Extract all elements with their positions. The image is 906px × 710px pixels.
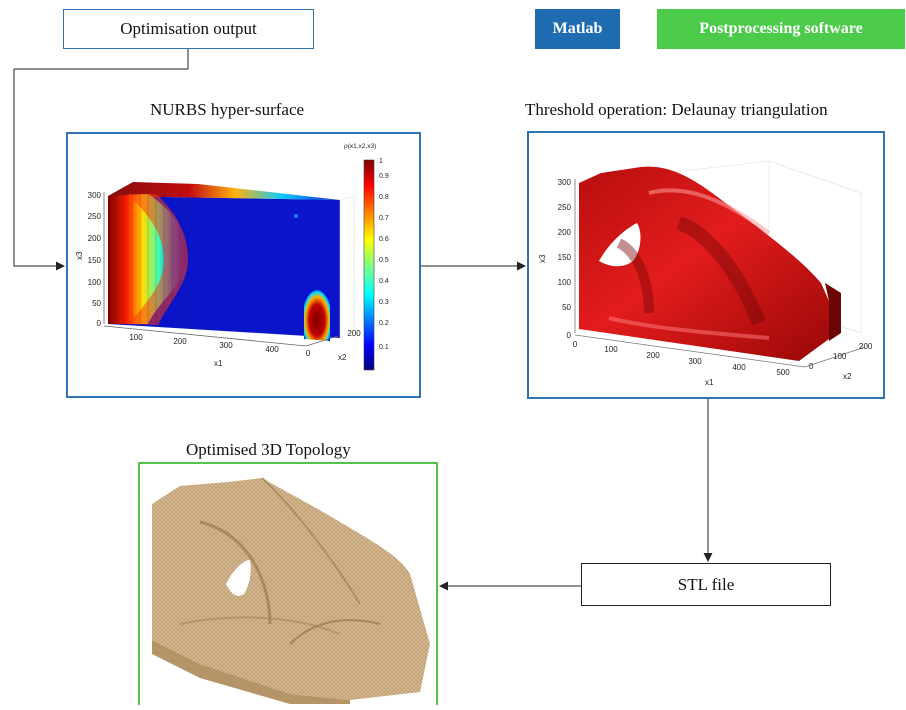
legend-postprocessing: Postprocessing software	[657, 9, 905, 49]
nurbs-colorbar-tick: 0.9	[379, 173, 389, 180]
nurbs-stripes	[108, 194, 189, 327]
nurbs-panel: 300 250 200 150 100 50 0 x3 100 200 300 …	[66, 132, 421, 398]
arrow-output-to-nurbs	[13, 49, 189, 271]
threshold-x2-tick: 200	[859, 342, 873, 351]
topology-caption: Optimised 3D Topology	[186, 440, 351, 459]
threshold-x2-tick: 100	[833, 352, 847, 361]
nurbs-x1-tick: 100	[129, 333, 143, 342]
nurbs-x3-tick: 50	[92, 299, 101, 308]
nurbs-x3-label: x3	[75, 251, 84, 260]
nurbs-colorbar-title: ρ(x1,x2,x3)	[344, 143, 376, 150]
topology-solid	[152, 477, 430, 704]
threshold-x3-tick: 0	[567, 331, 572, 340]
threshold-x3-tick: 300	[558, 178, 572, 187]
threshold-hole	[599, 223, 641, 267]
threshold-x1-tick: 200	[646, 351, 660, 360]
nurbs-colorbar-tick: 0.1	[379, 344, 389, 351]
threshold-x1-tick: 100	[604, 345, 618, 354]
nurbs-x2-tick: 0	[306, 349, 311, 358]
nurbs-x3-tick: 200	[88, 234, 102, 243]
nurbs-colorbar: ρ(x1,x2,x3) 1 0.9 0.8 0.7 0.6 0.5 0.4 0.…	[344, 143, 389, 371]
threshold-panel: 300 250 200 150 100 50 0 x3 0 100 200 30…	[527, 131, 885, 399]
nurbs-colorbar-tick: 0.7	[379, 215, 389, 222]
topology-mesh	[152, 477, 430, 704]
nurbs-x3-tick: 150	[88, 256, 102, 265]
nurbs-plot: 300 250 200 150 100 50 0 x3 100 200 300 …	[75, 143, 389, 371]
stl-file-box: STL file	[581, 563, 831, 606]
optimisation-output-label: Optimisation output	[120, 19, 257, 38]
nurbs-x1-tick: 400	[265, 345, 279, 354]
nurbs-colorbar-tick: 0.2	[379, 320, 389, 327]
nurbs-corner-blob	[304, 289, 330, 341]
threshold-x1-tick: 400	[732, 363, 746, 372]
threshold-solid	[579, 166, 841, 361]
nurbs-x3-tick: 250	[88, 212, 102, 221]
nurbs-caption: NURBS hyper-surface	[150, 100, 305, 119]
nurbs-x2-tick: 200	[347, 329, 361, 338]
nurbs-colorbar-tick: 1	[379, 158, 383, 165]
nurbs-x3-tick: 300	[88, 191, 102, 200]
legend-postprocessing-label: Postprocessing software	[699, 20, 863, 37]
stl-file-label: STL file	[677, 574, 735, 594]
threshold-x2-label: x2	[843, 372, 852, 381]
threshold-x3-label: x3	[538, 254, 547, 263]
threshold-x3-tick: 150	[558, 253, 572, 262]
nurbs-x3-tick: 100	[88, 278, 102, 287]
optimisation-output-box: Optimisation output	[63, 9, 314, 49]
threshold-x1-tick: 300	[688, 357, 702, 366]
topology-hole	[226, 560, 251, 596]
threshold-x1-label: x1	[705, 378, 714, 387]
legend-matlab: Matlab	[535, 9, 620, 49]
topology-panel	[138, 462, 438, 705]
threshold-x1-tick: 500	[776, 368, 790, 377]
threshold-x3-tick: 50	[562, 303, 571, 312]
threshold-plot: 300 250 200 150 100 50 0 x3 0 100 200 30…	[538, 160, 873, 387]
threshold-x3-tick: 100	[558, 278, 572, 287]
nurbs-x1-tick: 200	[173, 337, 187, 346]
nurbs-x3-tick: 0	[97, 319, 102, 328]
nurbs-colorbar-tick: 0.4	[379, 278, 389, 285]
threshold-x3-tick: 250	[558, 203, 572, 212]
threshold-x2-tick: 0	[809, 362, 814, 371]
threshold-x3-tick: 200	[558, 228, 572, 237]
nurbs-x1-label: x1	[214, 359, 223, 368]
nurbs-x1-tick: 300	[219, 341, 233, 350]
legend-matlab-label: Matlab	[552, 20, 603, 37]
threshold-caption: Threshold operation: Delaunay triangulat…	[525, 100, 828, 119]
threshold-x1-tick: 0	[573, 340, 578, 349]
nurbs-colorbar-tick: 0.8	[379, 194, 389, 201]
nurbs-colorbar-tick: 0.5	[379, 257, 389, 264]
nurbs-colorbar-tick: 0.3	[379, 299, 389, 306]
nurbs-x2-label: x2	[338, 353, 347, 362]
nurbs-colorbar-tick: 0.6	[379, 236, 389, 243]
